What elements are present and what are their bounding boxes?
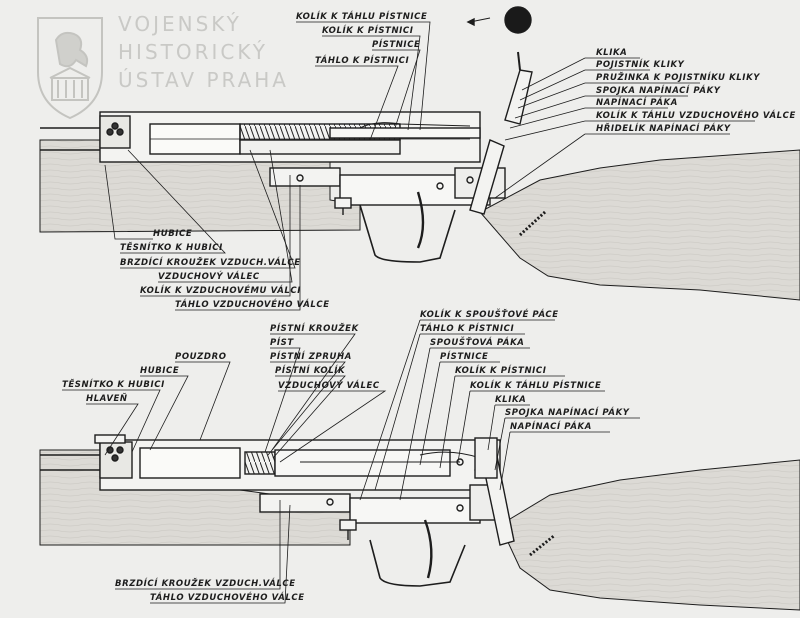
label-top-tahlo-vzduchoveho-valce: TÁHLO VZDUCHOVÉHO VÁLCE <box>175 300 330 310</box>
label-bottom-tesnitko-k-hubici: TĚSNÍTKO K HUBICI <box>62 380 165 390</box>
label-bottom-pistni-zpruha: PÍSTNÍ ZPRUHA <box>270 352 352 362</box>
label-bottom-tahlo-k-pistnici: TÁHLO K PÍSTNICI <box>420 324 515 334</box>
label-bottom-hlaven: HLAVEŇ <box>86 394 128 404</box>
watermark-line-2: HISTORICKÝ <box>118 40 268 64</box>
bottom-trigger-guard <box>369 539 466 587</box>
top-trigger-guard <box>359 204 456 263</box>
label-bottom-spoustova-paka: SPOUŠŤOVÁ PÁKA <box>430 338 525 348</box>
label-bottom-pist: PÍST <box>270 338 294 348</box>
top-leader-lines <box>104 21 755 311</box>
label-top-vzduchovy-valec: VZDUCHOVÝ VÁLEC <box>158 272 260 282</box>
top-handle-knob <box>504 6 532 34</box>
label-bottom-napinaci-paka: NAPÍNACÍ PÁKA <box>510 422 592 432</box>
watermark-line-3: ÚSTAV PRAHA <box>118 68 289 92</box>
bottom-leader-lines <box>62 319 640 604</box>
label-top-brzdici-krouzek: BRZDÍCÍ KROUŽEK VZDUCH.VÁLCE <box>120 258 301 268</box>
label-top-spojka-napinaci-paky: SPOJKA NAPÍNACÍ PÁKY <box>596 86 721 96</box>
label-bottom-pouzdro: POUZDRO <box>175 352 227 362</box>
label-top-tesnitko-k-hubici: TĚSNÍTKO K HUBICI <box>120 243 223 253</box>
bottom-buttstock <box>499 459 800 611</box>
label-top-pojistnik-kliky: POJISTNÍK KLIKY <box>596 60 685 70</box>
label-bottom-kolik-k-spoustove-pace: KOLÍK K SPOUŠŤOVÉ PÁCE <box>420 310 559 320</box>
label-top-hridelik-napinaci-paky: HŘIDELÍK NAPÍNACÍ PÁKY <box>596 124 731 134</box>
label-top-kolik-k-pistnici: KOLÍK K PÍSTNICI <box>322 26 414 36</box>
label-top-hubice: HUBICE <box>153 229 193 239</box>
label-bottom-klika: KLIKA <box>495 395 527 405</box>
top-rifle-section <box>39 6 800 301</box>
label-bottom-spojka-napinaci-paky: SPOJKA NAPÍNACÍ PÁKY <box>505 408 630 418</box>
label-top-kolik-k-tahlu-pistnice: KOLÍK K TÁHLU PÍSTNICE <box>296 12 428 22</box>
label-top-pruzinka: PRUŽINKA K POJISTNÍKU KLIKY <box>596 73 761 83</box>
top-trigger <box>416 191 425 249</box>
label-top-tahlo-k-pistnici: TÁHLO K PÍSTNICI <box>315 56 410 66</box>
top-cocking-lever <box>469 139 505 215</box>
label-bottom-hubice: HUBICE <box>140 366 180 376</box>
bottom-piston-spring <box>244 451 276 475</box>
label-bottom-pistni-kolik: PÍSTNÍ KOLÍK <box>275 366 346 376</box>
label-bottom-kolik-k-pistnici: KOLÍK K PÍSTNICI <box>455 366 547 376</box>
label-bottom-pistnice: PÍSTNICE <box>440 352 489 362</box>
label-top-napinaci-paka: NAPÍNACÍ PÁKA <box>596 98 678 108</box>
label-bottom-pistni-krouzek: PÍSTNÍ KROUŽEK <box>270 324 359 334</box>
top-buttstock <box>479 149 800 301</box>
bottom-trigger <box>423 519 433 579</box>
label-top-klika: KLIKA <box>596 48 628 58</box>
label-bottom-tahlo-vzduchoveho-valce: TÁHLO VZDUCHOVÉHO VÁLCE <box>150 593 305 603</box>
bottom-rifle-section <box>39 434 800 611</box>
label-bottom-vzduchovy-valec: VZDUCHOVÝ VÁLEC <box>278 381 380 391</box>
watermark-line-1: VOJENSKÝ <box>118 12 242 36</box>
label-top-kolik-k-tahlu-vzduchoveho-valce: KOLÍK K TÁHLU VZDUCHOVÉHO VÁLCE <box>596 111 796 121</box>
label-bottom-brzdici-krouzek: BRZDÍCÍ KROUŽEK VZDUCH.VÁLCE <box>115 579 296 589</box>
label-top-kolik-k-vzduchovemu-valci: KOLÍK K VZDUCHOVÉMU VÁLCI <box>140 286 302 296</box>
label-bottom-kolik-k-tahlu-pistnice: KOLÍK K TÁHLU PÍSTNICE <box>470 381 602 391</box>
lion-crest-emblem-icon <box>37 17 103 120</box>
label-top-pistnice: PÍSTNICE <box>372 40 421 50</box>
